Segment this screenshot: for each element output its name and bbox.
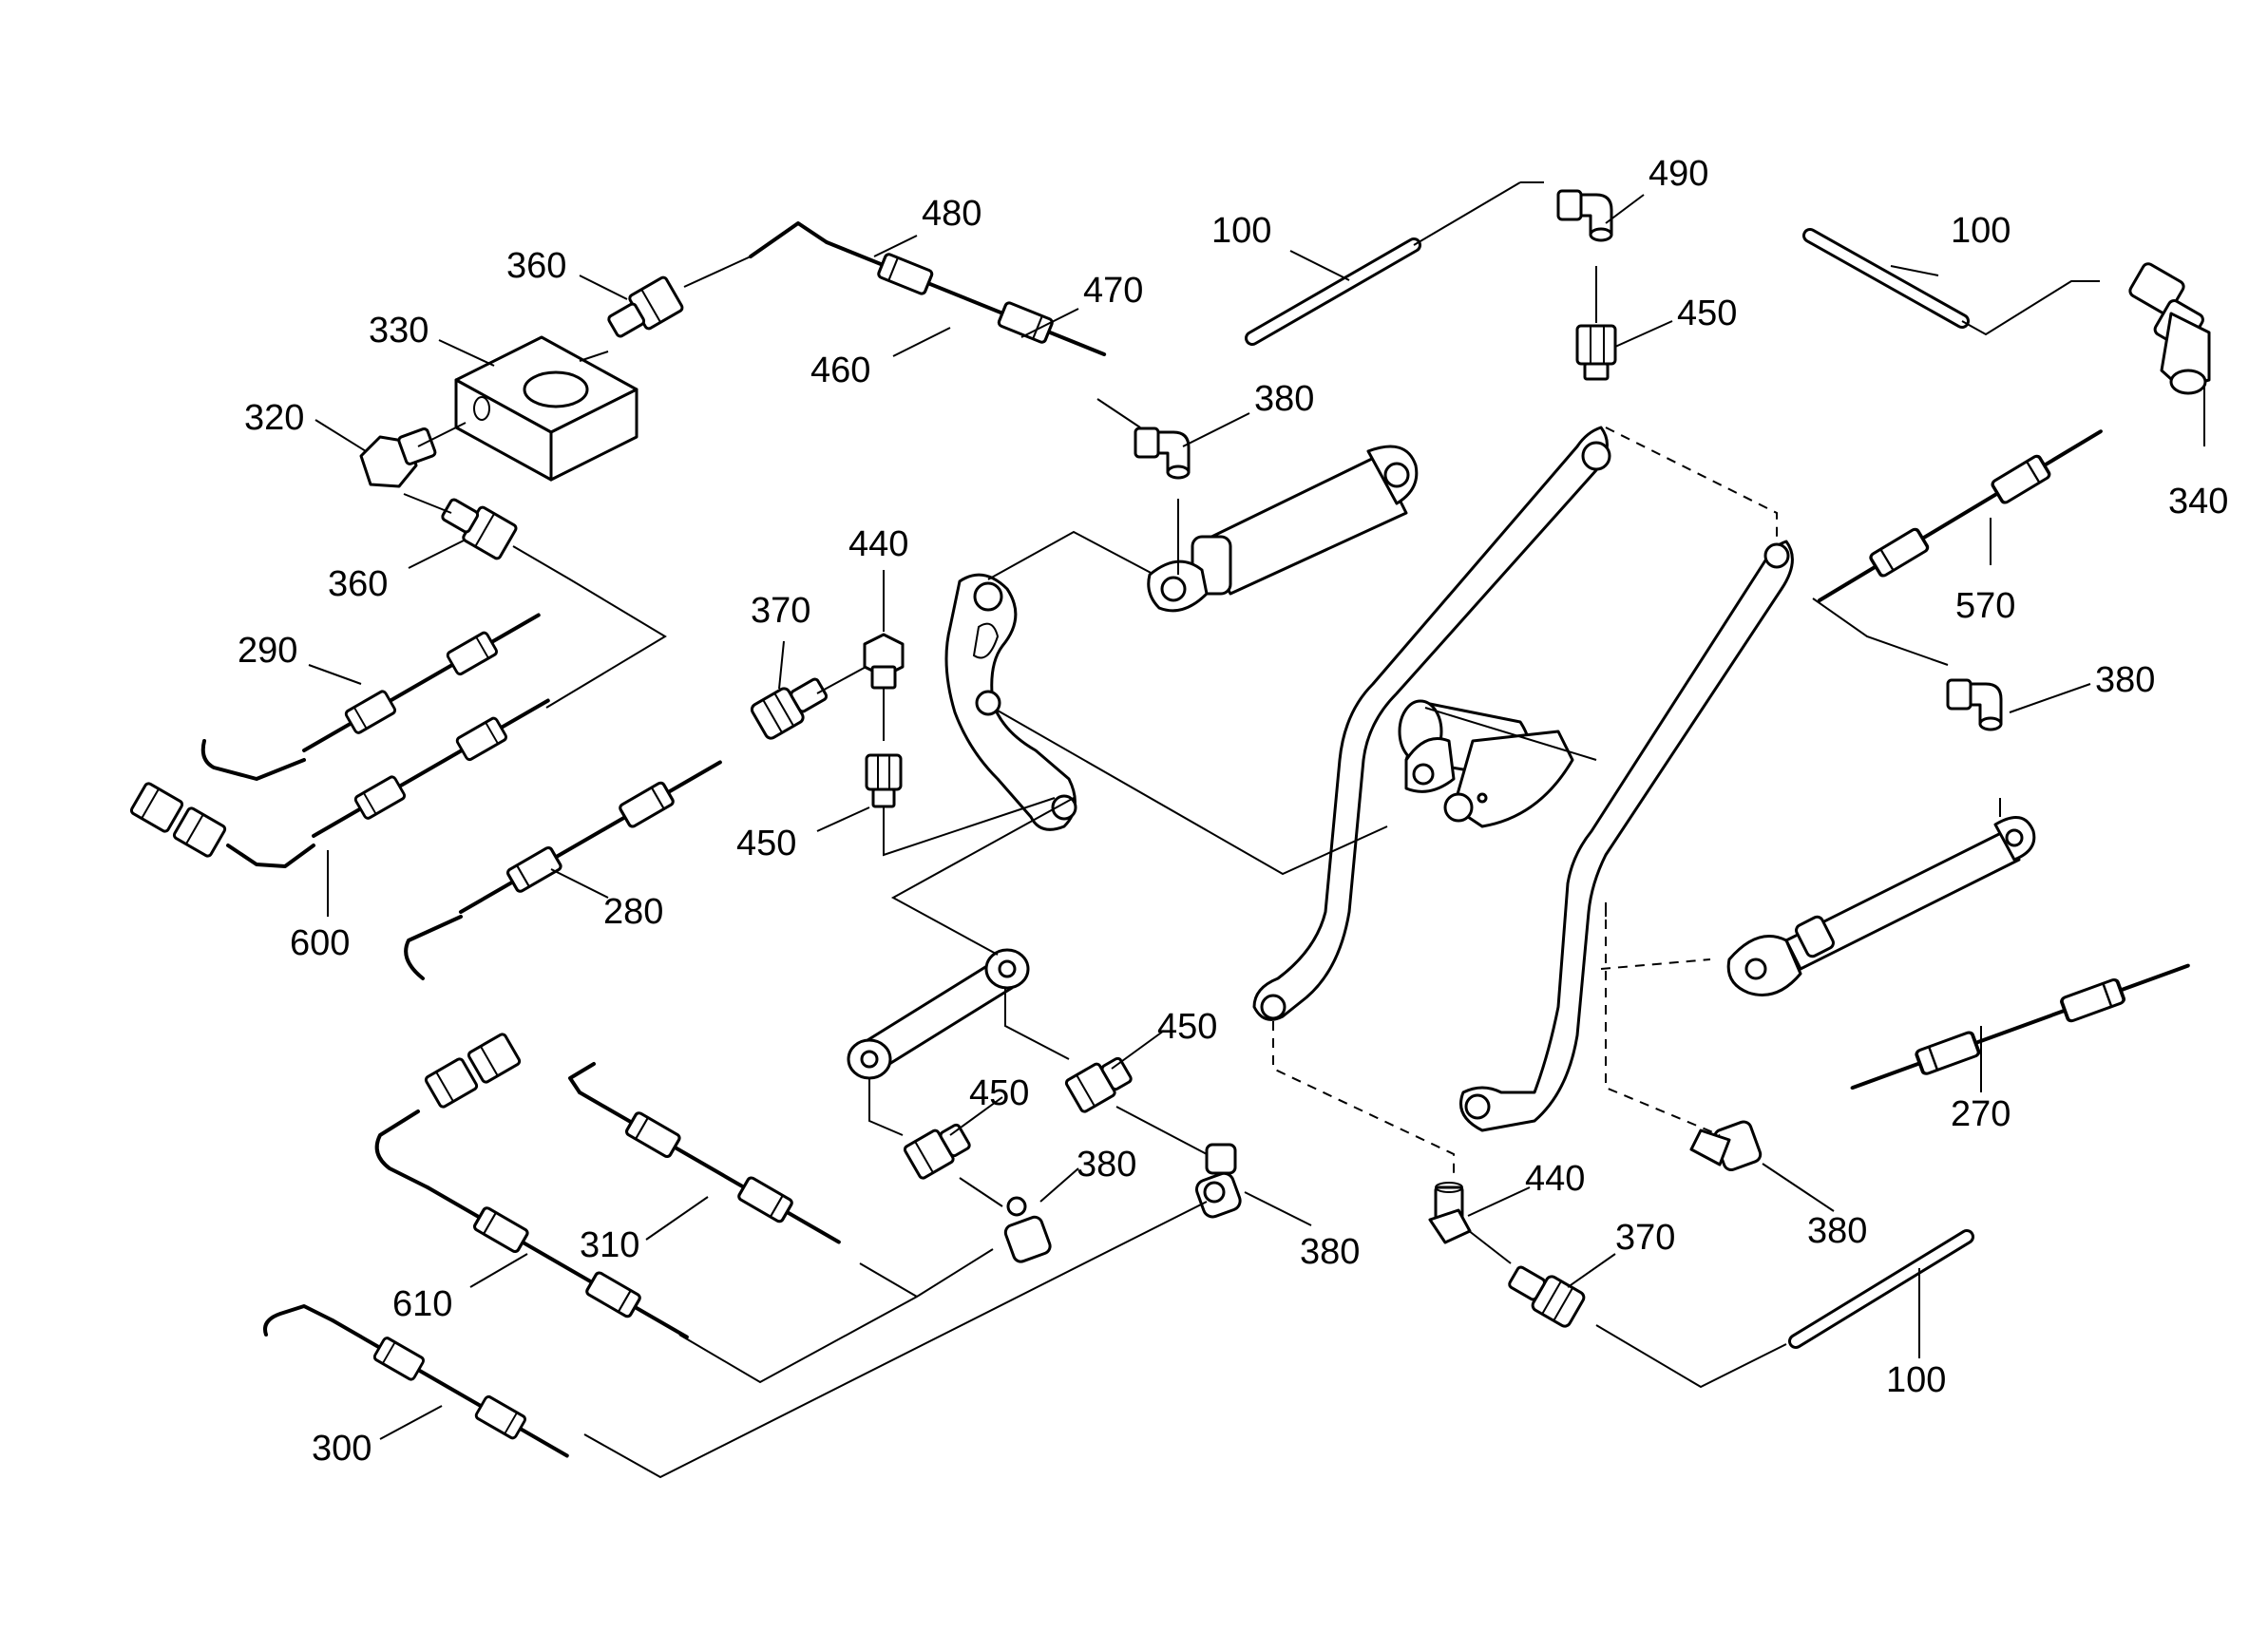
elbow-380-right (1946, 678, 2003, 731)
callout-100-bottom: 100 (1886, 1360, 1946, 1400)
fitting-440-center (863, 633, 905, 690)
callout-310: 310 (580, 1225, 639, 1265)
elbow-380-bottom-center (1194, 1143, 1242, 1219)
elbow-490 (1556, 189, 1613, 242)
hose-290 (200, 602, 547, 781)
callout-450-link-left: 450 (969, 1073, 1029, 1113)
callout-610: 610 (392, 1284, 452, 1324)
nut-450-link-left (903, 1123, 971, 1180)
callout-490: 490 (1649, 154, 1708, 194)
elbow-380-bottom-right (1689, 1120, 1763, 1172)
callout-100-top-left: 100 (1211, 211, 1271, 251)
hose-310 (568, 1062, 845, 1253)
nut-450-link-right (1064, 1056, 1133, 1113)
callout-320: 320 (244, 398, 304, 438)
bell-crank (944, 573, 1077, 831)
callout-570: 570 (1955, 586, 2015, 626)
callout-340: 340 (2168, 482, 2228, 522)
callout-280: 280 (603, 892, 663, 932)
hose-600 (129, 688, 557, 868)
callout-360-top: 360 (506, 246, 566, 286)
callout-480: 480 (922, 194, 982, 234)
elbow-380-top (1134, 427, 1191, 480)
callout-100-top-right: 100 (1951, 211, 2011, 251)
fitting-370-bottom (1508, 1265, 1586, 1328)
callout-440-bottom: 440 (1525, 1159, 1585, 1199)
rod-100-right (1802, 228, 2100, 336)
fitting-360-top (607, 275, 684, 338)
fitting-360-bottom (441, 498, 518, 560)
link-rod (847, 948, 1030, 1080)
block-330 (454, 335, 638, 482)
callout-450-center: 450 (736, 824, 796, 863)
hose-300 (263, 1304, 576, 1469)
callout-380-bottom-right: 380 (1807, 1211, 1867, 1251)
callout-380-top: 380 (1254, 379, 1314, 419)
hose-610 (374, 1033, 694, 1347)
cylinder-top (1147, 445, 1419, 613)
leader-lines (308, 194, 2205, 1440)
callout-470: 470 (1083, 271, 1143, 311)
callout-380-bottom-left: 380 (1077, 1145, 1136, 1185)
callout-290: 290 (238, 631, 297, 671)
loader-frame (1252, 426, 1794, 1132)
callout-600: 600 (290, 923, 350, 963)
nut-450-top (1575, 324, 1617, 381)
callout-380-bottom-center: 380 (1300, 1232, 1360, 1272)
fitting-320 (359, 427, 437, 488)
hose-480 (749, 221, 1109, 366)
nut-450-center (865, 753, 903, 808)
callout-380-right: 380 (2095, 660, 2155, 700)
cylinder-right (1726, 798, 2036, 996)
fitting-440-bottom (1428, 1182, 1472, 1244)
callout-330: 330 (369, 311, 429, 351)
callout-300: 300 (312, 1429, 372, 1469)
callout-370-bottom: 370 (1615, 1218, 1675, 1258)
rod-100-top (1245, 181, 1544, 346)
callout-270: 270 (1951, 1094, 2011, 1134)
elbow-340 (2128, 262, 2211, 395)
callout-450-link-right: 450 (1157, 1007, 1217, 1047)
callout-440-center: 440 (848, 524, 908, 564)
hose-570 (1813, 421, 2106, 611)
hose-280 (404, 751, 726, 980)
callout-370-center: 370 (751, 591, 810, 631)
hose-270 (1849, 955, 2192, 1100)
callout-360-bottom: 360 (328, 564, 388, 604)
callout-450-top: 450 (1677, 294, 1737, 333)
rod-100-bottom (1595, 1229, 1974, 1389)
elbow-380-bottom-left (1003, 1196, 1052, 1263)
callout-460: 460 (810, 351, 870, 390)
fitting-370-center (750, 677, 829, 740)
